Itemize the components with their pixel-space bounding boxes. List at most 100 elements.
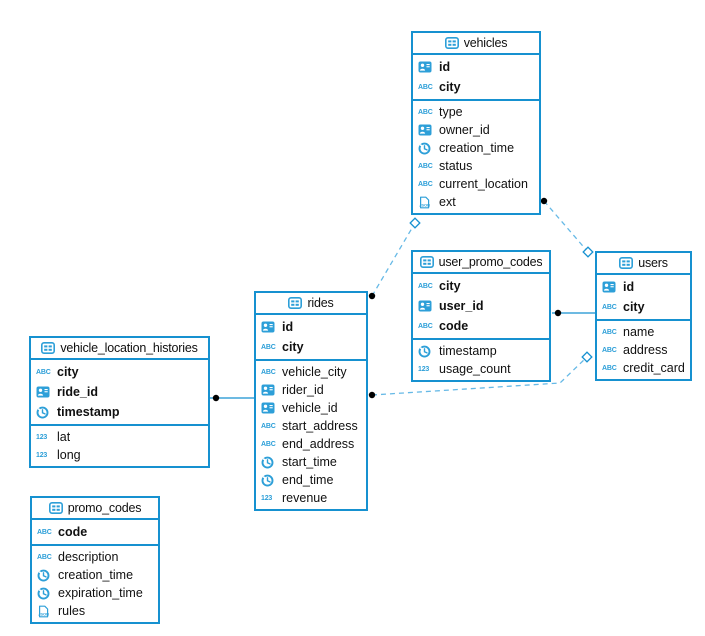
- uuid-type-icon: [418, 61, 435, 73]
- column-row-owner_id[interactable]: owner_id: [413, 121, 539, 139]
- table-header[interactable]: rides: [256, 293, 366, 315]
- column-name: city: [623, 300, 645, 314]
- column-name: expiration_time: [58, 586, 143, 600]
- primary-key-section: ABC code: [32, 520, 158, 546]
- column-row-id[interactable]: id: [413, 57, 539, 77]
- table-header[interactable]: user_promo_codes: [413, 252, 549, 274]
- column-row-creation_time[interactable]: creation_time: [32, 566, 158, 584]
- table-node-promo_codes[interactable]: promo_codes ABC code ABC description cre…: [30, 496, 160, 624]
- column-name: start_time: [282, 455, 337, 469]
- column-row-user_id[interactable]: user_id: [413, 296, 549, 316]
- columns-section: ABC type owner_id creation_time ABC stat…: [413, 101, 539, 213]
- number-type-icon: 123: [36, 451, 48, 459]
- primary-key-section: ABC city user_id ABC code: [413, 274, 549, 340]
- timestamp-type-icon: [418, 142, 435, 155]
- column-row-long[interactable]: 123 long: [31, 446, 208, 464]
- table-header[interactable]: users: [597, 253, 690, 275]
- column-name: status: [439, 159, 473, 173]
- relation-endpoint-dot: [368, 391, 376, 399]
- column-row-ride_id[interactable]: ride_id: [31, 382, 208, 402]
- timestamp-type-icon: [36, 406, 53, 419]
- column-row-ext[interactable]: JSON ext: [413, 193, 539, 211]
- columns-section: ABC name ABC address ABC credit_card: [597, 321, 690, 379]
- column-row-creation_time[interactable]: creation_time: [413, 139, 539, 157]
- column-name: ext: [439, 195, 456, 209]
- json-type-icon: JSON: [418, 196, 435, 209]
- column-row-id[interactable]: id: [597, 277, 690, 297]
- column-row-rider_id[interactable]: rider_id: [256, 381, 366, 399]
- column-row-city[interactable]: ABC city: [256, 337, 366, 357]
- column-row-usage_count[interactable]: 123 usage_count: [413, 360, 549, 378]
- columns-section: 123 lat 123 long: [31, 426, 208, 466]
- column-name: timestamp: [57, 405, 120, 419]
- column-row-status[interactable]: ABC status: [413, 157, 539, 175]
- column-row-city[interactable]: ABC city: [413, 77, 539, 97]
- string-type-icon: ABC: [602, 364, 617, 372]
- table-node-vehicle_location_histories[interactable]: vehicle_location_histories ABC city ride…: [29, 336, 210, 468]
- uuid-type-icon: [36, 386, 53, 398]
- table-icon: [419, 256, 434, 268]
- column-row-vehicle_id[interactable]: vehicle_id: [256, 399, 366, 417]
- table-title: rides: [307, 296, 334, 310]
- column-row-city[interactable]: ABC city: [413, 276, 549, 296]
- column-row-current_location[interactable]: ABC current_location: [413, 175, 539, 193]
- timestamp-type-icon: [37, 569, 54, 582]
- string-type-icon: ABC: [261, 422, 276, 430]
- column-row-end_address[interactable]: ABC end_address: [256, 435, 366, 453]
- string-type-icon: ABC: [261, 343, 276, 351]
- table-header[interactable]: vehicles: [413, 33, 539, 55]
- number-type-icon: 123: [36, 433, 48, 441]
- table-node-rides[interactable]: rides id ABC city ABC vehicle_city ri: [254, 291, 368, 511]
- string-type-icon: ABC: [602, 303, 617, 311]
- column-row-id[interactable]: id: [256, 317, 366, 337]
- column-row-city[interactable]: ABC city: [31, 362, 208, 382]
- relation-endpoint-dot: [554, 309, 562, 317]
- number-type-icon: 123: [418, 365, 430, 373]
- uuid-type-icon: [261, 321, 278, 333]
- table-title: vehicle_location_histories: [60, 341, 198, 355]
- string-type-icon: ABC: [37, 553, 52, 561]
- column-row-type[interactable]: ABC type: [413, 103, 539, 121]
- column-row-vehicle_city[interactable]: ABC vehicle_city: [256, 363, 366, 381]
- column-row-timestamp[interactable]: timestamp: [31, 402, 208, 422]
- column-name: usage_count: [439, 362, 511, 376]
- column-row-end_time[interactable]: end_time: [256, 471, 366, 489]
- column-name: city: [282, 340, 304, 354]
- column-row-code[interactable]: ABC code: [32, 522, 158, 542]
- column-row-start_address[interactable]: ABC start_address: [256, 417, 366, 435]
- column-row-address[interactable]: ABC address: [597, 341, 690, 359]
- string-type-icon: ABC: [418, 162, 433, 170]
- table-icon: [288, 297, 303, 309]
- column-row-name[interactable]: ABC name: [597, 323, 690, 341]
- column-row-lat[interactable]: 123 lat: [31, 428, 208, 446]
- column-row-code[interactable]: ABC code: [413, 316, 549, 336]
- column-row-expiration_time[interactable]: expiration_time: [32, 584, 158, 602]
- column-name: revenue: [282, 491, 328, 505]
- string-type-icon: ABC: [602, 328, 617, 336]
- column-row-start_time[interactable]: start_time: [256, 453, 366, 471]
- column-name: code: [58, 525, 88, 539]
- column-row-revenue[interactable]: 123 revenue: [256, 489, 366, 507]
- table-header[interactable]: vehicle_location_histories: [31, 338, 208, 360]
- table-node-vehicles[interactable]: vehicles id ABC city ABC type owner_i: [411, 31, 541, 215]
- table-node-users[interactable]: users id ABC city ABC name ABC address A…: [595, 251, 692, 381]
- column-row-timestamp[interactable]: timestamp: [413, 342, 549, 360]
- relation-vehicle_location_histories-to-rides: [210, 394, 254, 402]
- string-type-icon: ABC: [418, 83, 433, 91]
- column-row-description[interactable]: ABC description: [32, 548, 158, 566]
- uuid-type-icon: [261, 384, 278, 396]
- column-name: address: [623, 343, 668, 357]
- columns-section: timestamp 123 usage_count: [413, 340, 549, 380]
- column-row-credit_card[interactable]: ABC credit_card: [597, 359, 690, 377]
- column-name: end_address: [282, 437, 355, 451]
- column-row-rules[interactable]: JSON rules: [32, 602, 158, 620]
- column-row-city[interactable]: ABC city: [597, 297, 690, 317]
- column-name: owner_id: [439, 123, 490, 137]
- table-header[interactable]: promo_codes: [32, 498, 158, 520]
- table-title: users: [638, 256, 668, 270]
- column-name: city: [439, 279, 461, 293]
- column-name: lat: [57, 430, 71, 444]
- table-node-user_promo_codes[interactable]: user_promo_codes ABC city user_id ABC co…: [411, 250, 551, 382]
- table-title: user_promo_codes: [438, 255, 543, 269]
